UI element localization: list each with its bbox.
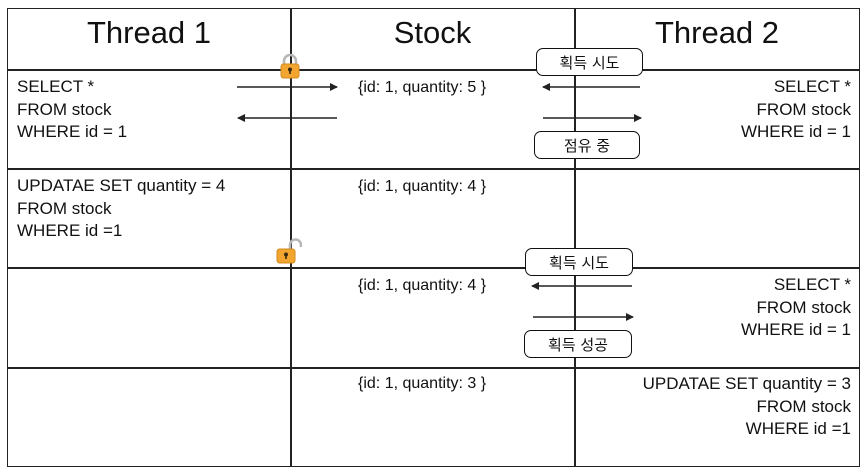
label-acquire-try-1: 획득 시도 [536, 48, 643, 76]
header-thread-1: Thread 1 [86, 15, 212, 50]
header-stock: Stock [393, 15, 472, 50]
row-divider-1 [7, 168, 860, 170]
row-divider-3 [7, 367, 860, 369]
table-border [7, 8, 860, 467]
lock-open-icon [276, 238, 302, 264]
row1-thread1-query: SELECT * FROM stock WHERE id = 1 [17, 77, 128, 141]
label-occupied: 점유 중 [534, 131, 640, 159]
row3-thread2-query: SELECT * FROM stock WHERE id = 1 [740, 275, 851, 339]
row-divider-header [7, 69, 860, 71]
header-thread-2: Thread 2 [654, 15, 780, 50]
label-acquire-try-2: 획득 시도 [525, 248, 633, 276]
label-acquire-success: 획득 성공 [524, 330, 632, 358]
row2-thread1-query: UPDATAE SET quantity = 4 FROM stock WHER… [17, 176, 226, 240]
row1-stock-value: {id: 1, quantity: 5 } [358, 79, 487, 96]
row-divider-2 [7, 267, 860, 269]
row2-stock-value: {id: 1, quantity: 4 } [358, 178, 487, 195]
row4-thread2-query: UPDATAE SET quantity = 3 FROM stock WHER… [642, 374, 851, 438]
column-divider-2 [574, 8, 576, 467]
row1-thread2-query: SELECT * FROM stock WHERE id = 1 [740, 77, 851, 141]
lock-closed-icon [280, 53, 300, 79]
column-divider-1 [290, 8, 292, 467]
row3-stock-value: {id: 1, quantity: 4 } [358, 277, 487, 294]
row4-stock-value: {id: 1, quantity: 3 } [358, 375, 487, 392]
